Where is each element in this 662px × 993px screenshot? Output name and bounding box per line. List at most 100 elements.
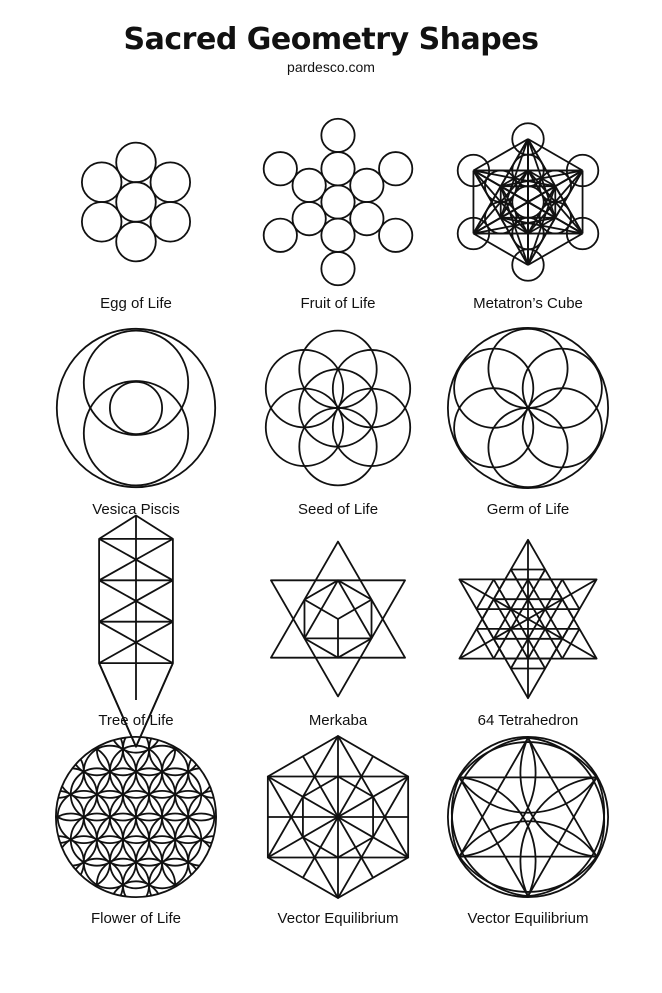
shape-label: Metatron’s Cube — [473, 295, 583, 312]
line-segment — [472, 169, 529, 235]
polygon-outline — [302, 775, 374, 859]
petal-arc — [521, 387, 603, 469]
vector-equilibrium-circle-icon — [447, 736, 609, 898]
line-segment — [303, 579, 339, 639]
circle-outline — [378, 151, 414, 187]
tree-of-life-icon — [98, 514, 174, 748]
line-segment — [472, 232, 529, 266]
petal-arc — [453, 347, 535, 429]
petal-arc — [458, 741, 598, 778]
petal-arc — [519, 737, 597, 858]
line-segment — [472, 138, 529, 172]
line-segment — [554, 169, 584, 188]
shape-card-vector-equilibrium-hexagon: Vector Equilibrium — [238, 727, 438, 932]
line-segment — [499, 138, 529, 187]
circle-outline — [291, 201, 327, 237]
petal-arc — [487, 327, 569, 409]
fruit-of-life-icon — [262, 117, 414, 287]
petal-arc — [521, 347, 603, 429]
petal-arc — [487, 407, 569, 489]
line-segment — [337, 579, 373, 639]
circle-outline — [115, 141, 157, 184]
line-segment — [98, 579, 174, 623]
circle-outline — [109, 880, 163, 898]
line-segment — [473, 216, 556, 235]
circle-outline — [81, 201, 123, 243]
vector-equilibrium-hexagon-icon — [266, 735, 410, 899]
shape-label: Vector Equilibrium — [277, 910, 399, 927]
circle-outline — [320, 151, 356, 187]
line-segment — [98, 662, 137, 748]
shape-label: Merkaba — [308, 712, 368, 729]
line-segment — [527, 170, 557, 219]
circle-outline — [54, 736, 217, 898]
seed-of-life-icon — [264, 329, 412, 487]
circle-outline — [115, 220, 157, 263]
shape-card-flower-of-life: Flower of Life — [36, 727, 236, 932]
line-segment — [554, 185, 584, 234]
egg-of-life-icon — [81, 141, 191, 263]
circle-outline — [320, 217, 356, 253]
line-segment — [135, 662, 174, 748]
polygon-outline — [458, 776, 598, 898]
circle-outline — [447, 327, 609, 489]
circle-outline — [109, 381, 163, 435]
shape-card-vector-equilibrium-circle: Vector Equilibrium — [428, 727, 628, 932]
page-subtitle: pardesco.com — [287, 59, 375, 75]
petal-arc — [459, 776, 537, 897]
line-segment — [481, 578, 506, 620]
merkaba-icon — [270, 540, 406, 698]
circle-outline — [331, 349, 412, 429]
line-segment — [527, 217, 557, 266]
circle-outline — [320, 117, 356, 153]
circle-outline — [447, 736, 609, 898]
circle-outline — [149, 161, 191, 203]
germ-of-life-icon — [447, 327, 609, 489]
flower-pattern — [55, 736, 217, 898]
line-segment — [527, 138, 557, 219]
line-segment — [472, 170, 502, 219]
circle-outline — [115, 181, 157, 223]
petal-arc — [458, 820, 598, 858]
circle-outline — [349, 201, 385, 237]
petal-arc — [458, 856, 598, 893]
circle-outline — [81, 161, 123, 203]
line-segment — [550, 618, 575, 660]
shape-card-fruit-of-life: Fruit of Life — [238, 112, 438, 317]
polygon-outline — [458, 736, 598, 858]
shape-label: Germ of Life — [486, 501, 570, 518]
page-title: Sacred Geometry Shapes — [123, 22, 539, 57]
circle-outline — [187, 835, 217, 890]
circle-outline — [320, 251, 356, 287]
line-segment — [98, 620, 174, 664]
petal-arc — [450, 777, 529, 898]
shape-card-64-tetrahedron: 64 Tetrahedron — [428, 529, 628, 734]
line-segment — [302, 755, 374, 879]
shape-card-metatrons-cube: Metatron’s Cube — [428, 112, 628, 317]
circle-outline — [109, 736, 163, 754]
shape-card-germ-of-life: Germ of Life — [428, 318, 628, 523]
shape-label: Seed of Life — [297, 501, 379, 518]
circle-outline — [320, 184, 356, 220]
circle-outline — [187, 744, 217, 799]
line-segment — [554, 216, 584, 235]
petal-arc — [527, 777, 606, 898]
circle-outline — [378, 217, 414, 253]
shape-card-tree-of-life: Tree of Life — [36, 514, 236, 748]
circle-outline — [291, 167, 327, 203]
line-segment — [98, 538, 174, 582]
flower-of-life-icon — [54, 736, 217, 898]
circle-outline — [55, 327, 217, 489]
shape-card-vesica-piscis: Vesica Piscis — [36, 318, 236, 523]
petal-arc — [453, 387, 535, 469]
line-segment — [527, 232, 584, 266]
circle-outline — [349, 167, 385, 203]
shape-label: Flower of Life — [90, 910, 182, 927]
line-segment — [527, 138, 584, 172]
petal-arc — [450, 736, 529, 857]
shape-card-merkaba: Merkaba — [238, 529, 438, 734]
line-segment — [473, 169, 556, 188]
circle-outline — [262, 151, 298, 187]
petal-arc — [527, 736, 606, 857]
line-segment — [500, 216, 583, 235]
